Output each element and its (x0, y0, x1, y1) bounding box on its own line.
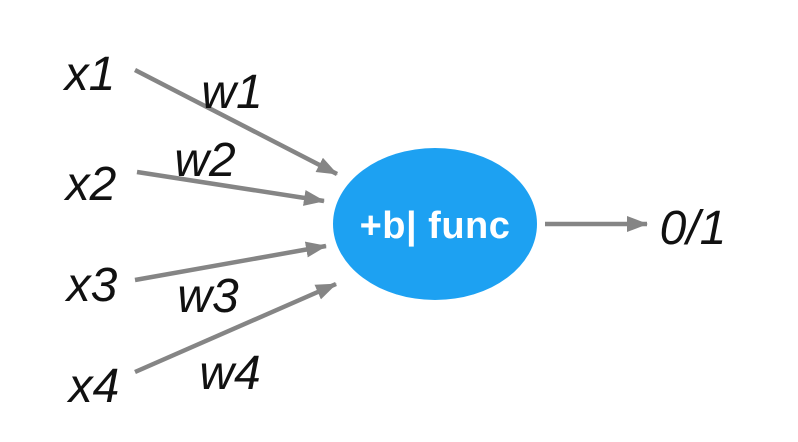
neuron-label: +b| func (360, 205, 511, 247)
neuron-node (333, 148, 537, 300)
edge-arrow-x3 (134, 241, 327, 283)
weight-label-w2: w2 (174, 134, 235, 187)
edge-arrow-x1 (133, 67, 339, 177)
input-label-x2: x2 (64, 158, 117, 211)
input-label-x3: x3 (65, 259, 118, 312)
weight-label-w1: w1 (201, 66, 262, 119)
edge-arrow-x2 (136, 169, 325, 206)
weight-label-w3: w3 (177, 270, 239, 323)
weight-label-w4: w4 (199, 347, 260, 400)
input-label-x1: x1 (63, 48, 116, 101)
input-label-x4: x4 (67, 360, 120, 413)
edge-arrow-x4 (134, 281, 337, 375)
output-label: 0/1 (660, 202, 727, 255)
